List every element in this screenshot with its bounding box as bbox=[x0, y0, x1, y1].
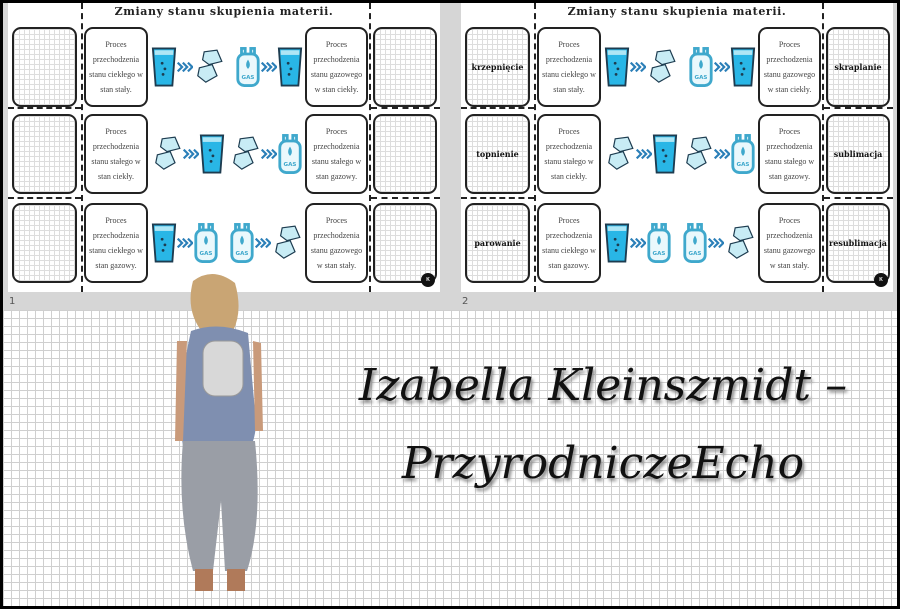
chevron-arrow-icon bbox=[636, 148, 652, 160]
gas-cylinder-icon: GAS bbox=[646, 221, 672, 265]
chevron-arrow-icon bbox=[183, 148, 199, 160]
water-glass-icon bbox=[199, 132, 225, 176]
description-card: Proces przechodzenia stanu stałego w sta… bbox=[758, 114, 821, 194]
ice-cubes-icon bbox=[193, 45, 225, 89]
gas-cylinder-icon: GAS bbox=[277, 132, 303, 176]
chevron-arrow-icon bbox=[177, 237, 193, 249]
gas-cylinder-icon: GAS bbox=[682, 221, 708, 265]
cut-line bbox=[8, 107, 81, 109]
cut-line bbox=[371, 107, 440, 109]
badge-icon: K bbox=[874, 273, 888, 287]
gas-cylinder-icon: GAS bbox=[688, 45, 714, 89]
cut-line bbox=[81, 3, 83, 292]
ice-cubes-icon bbox=[724, 221, 756, 265]
description-card: Proces przechodzenia stanu stałego w sta… bbox=[537, 114, 601, 194]
ice-cubes-icon bbox=[604, 132, 636, 176]
description-card: Proces przechodzenia stanu ciekłego w st… bbox=[537, 27, 601, 107]
term-card[interactable]: sublimacja bbox=[826, 114, 890, 194]
water-glass-icon bbox=[604, 221, 630, 265]
term-card[interactable]: skraplanie bbox=[826, 27, 890, 107]
author-name: Izabella Kleinszmidt – bbox=[358, 360, 848, 411]
description-card: Proces przechodzenia stanu stałego w sta… bbox=[84, 114, 148, 194]
description-card: Proces przechodzenia stanu gazowego w st… bbox=[305, 27, 368, 107]
chevron-arrow-icon bbox=[630, 237, 646, 249]
term-card[interactable]: topnienie bbox=[465, 114, 530, 194]
gas-cylinder-icon: GAS bbox=[193, 221, 219, 265]
gas-label: GAS bbox=[242, 75, 255, 81]
water-glass-icon bbox=[604, 45, 630, 89]
gas-label: GAS bbox=[737, 162, 750, 168]
description-card: Proces przechodzenia stanu ciekłego w st… bbox=[537, 203, 601, 283]
banner-area: Izabella Kleinszmidt – PrzyrodniczeEcho bbox=[3, 310, 897, 606]
slide-title: Zmiany stanu skupienia materii. bbox=[567, 5, 787, 18]
gas-cylinder-icon: GAS bbox=[730, 132, 756, 176]
ice-cubes-icon bbox=[682, 132, 714, 176]
description-card: Proces przechodzenia stanu stałego w sta… bbox=[305, 114, 368, 194]
gas-label: GAS bbox=[200, 251, 213, 257]
water-glass-icon bbox=[652, 132, 678, 176]
slide-number: 1 bbox=[9, 296, 16, 307]
water-glass-icon bbox=[730, 45, 756, 89]
description-card: Proces przechodzenia stanu gazowego w st… bbox=[758, 27, 821, 107]
chevron-arrow-icon bbox=[177, 61, 193, 73]
gas-label: GAS bbox=[236, 251, 249, 257]
gas-label: GAS bbox=[689, 251, 702, 257]
water-glass-icon bbox=[151, 45, 177, 89]
term-card[interactable]: krzepnięcie bbox=[465, 27, 530, 107]
ice-cubes-icon bbox=[646, 45, 678, 89]
gas-label: GAS bbox=[695, 75, 708, 81]
gas-label: GAS bbox=[284, 162, 297, 168]
description-card: Proces przechodzenia stanu ciekłego w st… bbox=[84, 203, 148, 283]
cut-line bbox=[824, 197, 893, 199]
ice-cubes-icon bbox=[271, 221, 303, 265]
brand-name: PrzyrodniczeEcho bbox=[401, 438, 805, 489]
cut-line bbox=[824, 107, 893, 109]
water-glass-icon bbox=[151, 221, 177, 265]
water-glass-icon bbox=[277, 45, 303, 89]
term-card[interactable]: resublimacja bbox=[826, 203, 890, 283]
badge-icon: K bbox=[421, 273, 435, 287]
slide-thumbnails-panel: Zmiany stanu skupienia materii. Proces pr… bbox=[3, 3, 897, 310]
woman-photo bbox=[175, 273, 263, 591]
cut-line bbox=[8, 197, 81, 199]
chevron-arrow-icon bbox=[261, 61, 277, 73]
term-card[interactable]: parowanie bbox=[465, 203, 530, 283]
term-card[interactable] bbox=[12, 27, 77, 107]
chevron-arrow-icon bbox=[714, 61, 730, 73]
description-card: Proces przechodzenia stanu ciekłego w st… bbox=[84, 27, 148, 107]
ice-cubes-icon bbox=[151, 132, 183, 176]
chevron-arrow-icon bbox=[714, 148, 730, 160]
term-card[interactable] bbox=[373, 27, 437, 107]
term-card[interactable] bbox=[12, 203, 77, 283]
chevron-arrow-icon bbox=[630, 61, 646, 73]
slide-thumbnail-2[interactable]: Zmiany stanu skupienia materii. krzepnięc… bbox=[461, 3, 893, 292]
chevron-arrow-icon bbox=[255, 237, 271, 249]
description-card: Proces przechodzenia stanu gazowego w st… bbox=[758, 203, 821, 283]
cut-line bbox=[822, 3, 824, 292]
cut-line bbox=[461, 107, 534, 109]
cut-line bbox=[534, 3, 536, 292]
cut-line bbox=[369, 3, 371, 292]
cut-line bbox=[461, 197, 534, 199]
description-card: Proces przechodzenia stanu gazowego w st… bbox=[305, 203, 368, 283]
gas-cylinder-icon: GAS bbox=[235, 45, 261, 89]
cut-line bbox=[371, 197, 440, 199]
gas-cylinder-icon: GAS bbox=[229, 221, 255, 265]
ice-cubes-icon bbox=[229, 132, 261, 176]
chevron-arrow-icon bbox=[261, 148, 277, 160]
chevron-arrow-icon bbox=[708, 237, 724, 249]
slide-thumbnail-1[interactable]: Zmiany stanu skupienia materii. Proces pr… bbox=[8, 3, 440, 292]
term-card[interactable] bbox=[12, 114, 77, 194]
window: Zmiany stanu skupienia materii. Proces pr… bbox=[3, 3, 897, 606]
term-card[interactable] bbox=[373, 114, 437, 194]
gas-label: GAS bbox=[653, 251, 666, 257]
slide-number: 2 bbox=[462, 296, 469, 307]
term-card[interactable] bbox=[373, 203, 437, 283]
slide-title: Zmiany stanu skupienia materii. bbox=[114, 5, 334, 18]
